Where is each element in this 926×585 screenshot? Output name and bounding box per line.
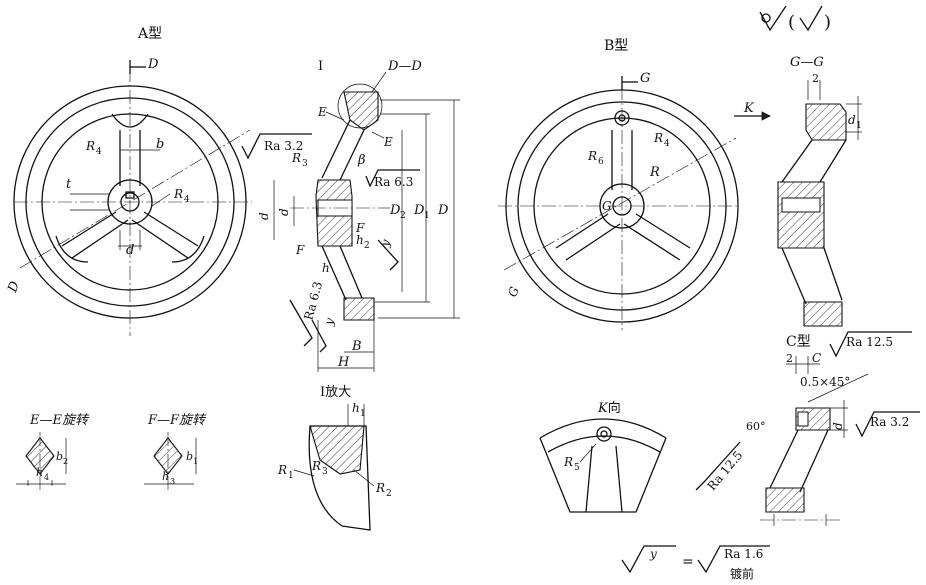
svg-text:R: R xyxy=(375,481,385,495)
svg-text:R: R xyxy=(311,459,321,473)
type-a-title: A型 xyxy=(137,26,162,42)
svg-text:G—G: G—G xyxy=(790,55,824,70)
section-ee: E—E旋转 h 4 b 2 xyxy=(16,413,90,490)
svg-text:E: E xyxy=(317,105,327,119)
svg-text:0.5×45°: 0.5×45° xyxy=(800,375,850,389)
svg-text:F—F旋转: F—F旋转 xyxy=(147,413,207,428)
svg-text:Ra 3.2: Ra 3.2 xyxy=(264,139,303,153)
svg-text:Ra 6.3: Ra 6.3 xyxy=(301,280,325,322)
svg-text:2: 2 xyxy=(63,457,68,466)
svg-text:3: 3 xyxy=(170,477,175,486)
svg-text:镀前: 镀前 xyxy=(730,566,754,581)
svg-text:Ra 12.5: Ra 12.5 xyxy=(846,335,893,349)
svg-text:D: D xyxy=(437,203,449,218)
svg-text:1: 1 xyxy=(193,457,198,466)
type-b-section-gg: G—G 2 K d 1 xyxy=(734,55,862,327)
svg-text:I: I xyxy=(318,59,323,74)
type-c-title: C型 xyxy=(786,334,811,350)
svg-text:y: y xyxy=(649,547,657,561)
svg-text:d: d xyxy=(848,113,856,127)
svg-text:d: d xyxy=(277,208,291,216)
svg-text:h: h xyxy=(352,401,360,415)
svg-text:R: R xyxy=(85,139,95,153)
svg-text:4: 4 xyxy=(44,473,49,482)
detail-i-enlarged: I放大 h 1 R 1 R 3 R 2 xyxy=(277,385,392,531)
svg-text:b: b xyxy=(156,137,164,152)
svg-text:H: H xyxy=(337,355,350,370)
svg-text:=: = xyxy=(682,554,694,570)
view-k: K向 R 5 xyxy=(539,400,667,513)
svg-text:R: R xyxy=(173,187,183,201)
svg-text:G: G xyxy=(602,199,612,213)
svg-text:3: 3 xyxy=(322,467,328,477)
svg-text:R: R xyxy=(649,165,660,180)
detail-i-title: I放大 xyxy=(320,385,351,400)
roughness-note: y = Ra 1.6 镀前 xyxy=(621,545,770,581)
svg-text:B: B xyxy=(351,339,362,354)
svg-text:): ) xyxy=(824,12,831,33)
svg-text:R: R xyxy=(653,131,663,145)
svg-text:F: F xyxy=(355,221,365,235)
svg-text:3: 3 xyxy=(302,159,308,169)
svg-text:C: C xyxy=(812,351,821,365)
svg-text:1: 1 xyxy=(360,409,366,419)
svg-text:R: R xyxy=(587,149,597,163)
svg-text:D: D xyxy=(147,57,159,72)
svg-text:Ra 6.3: Ra 6.3 xyxy=(374,175,413,189)
svg-text:Ra 1.6: Ra 1.6 xyxy=(724,547,763,561)
svg-text:R: R xyxy=(277,463,287,477)
svg-text:1: 1 xyxy=(424,211,430,221)
svg-text:6: 6 xyxy=(598,157,604,167)
svg-text:4: 4 xyxy=(184,195,190,205)
type-c-section: C型 Ra 12.5 2 C 0.5×45° 60° d Ra 3.2 Ra 1… xyxy=(695,331,920,526)
view-k-title: K向 xyxy=(597,400,621,416)
svg-text:b: b xyxy=(56,450,63,463)
svg-text:(: ( xyxy=(788,12,795,33)
svg-text:G: G xyxy=(640,71,650,86)
svg-text:d: d xyxy=(831,422,845,430)
svg-text:2: 2 xyxy=(786,352,793,365)
section-ff: F—F旋转 h 3 b 1 xyxy=(144,413,207,490)
svg-text:h: h xyxy=(356,233,364,247)
type-a-section-dd: D—D I E E β F F R 3 d d xyxy=(241,59,460,372)
general-roughness-symbol: ( ) xyxy=(759,5,831,33)
svg-text:4: 4 xyxy=(664,139,670,149)
svg-text:h: h xyxy=(322,261,330,275)
svg-text:2: 2 xyxy=(386,489,392,499)
svg-text:5: 5 xyxy=(574,463,580,473)
svg-text:Ra 3.2: Ra 3.2 xyxy=(870,415,909,429)
svg-text:y: y xyxy=(321,316,337,327)
svg-text:Ra 12.5: Ra 12.5 xyxy=(705,448,746,493)
svg-text:1: 1 xyxy=(856,121,862,131)
type-a-front-view: A型 D b d t R 4 R xyxy=(5,26,252,336)
svg-text:K: K xyxy=(743,101,755,116)
svg-text:2: 2 xyxy=(812,72,819,85)
svg-text:60°: 60° xyxy=(746,420,766,433)
svg-text:R: R xyxy=(563,455,573,469)
svg-text:D: D xyxy=(5,279,23,295)
svg-text:y: y xyxy=(377,238,393,249)
svg-text:D—D: D—D xyxy=(387,59,422,74)
svg-text:d: d xyxy=(126,243,134,258)
type-b-title: B型 xyxy=(604,38,628,54)
svg-text:2: 2 xyxy=(364,241,370,251)
svg-text:h: h xyxy=(36,466,43,479)
type-b-front-view: B型 G R 6 R 4 R G G xyxy=(498,38,740,330)
svg-text:D: D xyxy=(413,203,425,218)
svg-text:1: 1 xyxy=(288,471,294,481)
svg-text:t: t xyxy=(66,177,72,192)
svg-text:4: 4 xyxy=(96,147,102,157)
svg-text:E: E xyxy=(383,135,393,149)
svg-text:h: h xyxy=(162,470,169,483)
svg-text:G: G xyxy=(505,285,522,299)
svg-text:b: b xyxy=(186,450,193,463)
svg-text:2: 2 xyxy=(400,211,406,221)
svg-text:β: β xyxy=(357,153,366,168)
svg-text:F: F xyxy=(295,243,305,257)
svg-text:d: d xyxy=(257,212,271,220)
svg-text:E—E旋转: E—E旋转 xyxy=(29,413,90,428)
svg-text:D: D xyxy=(389,203,401,218)
svg-text:R: R xyxy=(291,151,301,165)
